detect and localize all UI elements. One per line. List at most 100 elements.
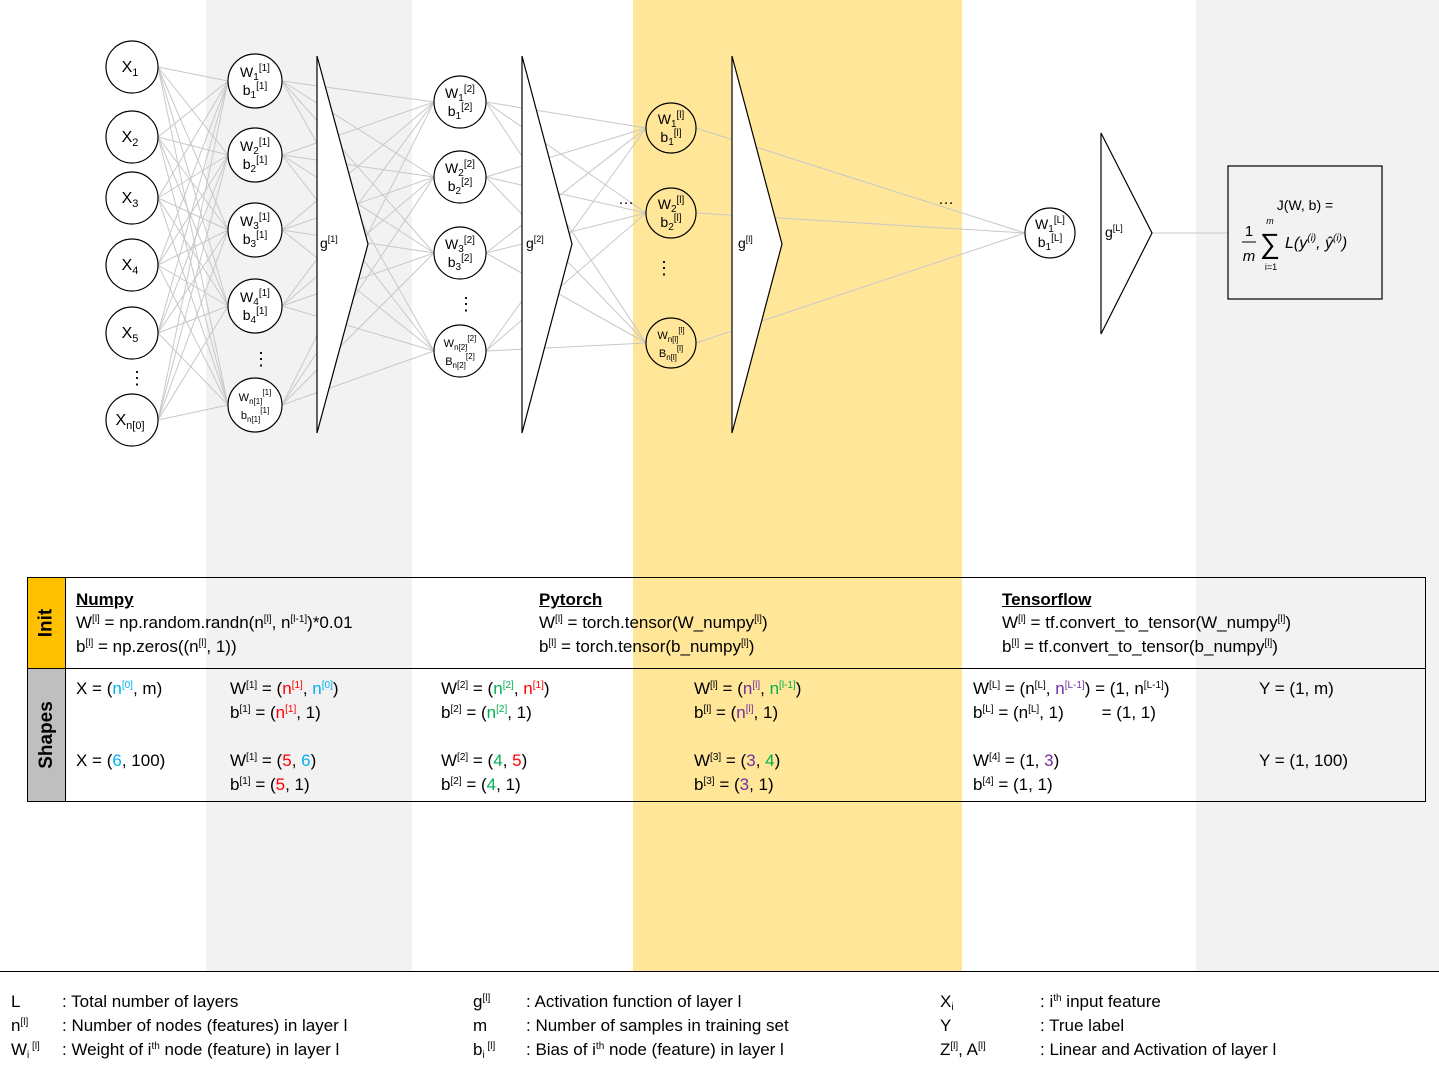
edge	[281, 101, 435, 307]
edge	[485, 342, 647, 352]
edge	[157, 80, 229, 421]
input-label: X5	[122, 325, 139, 345]
bias-label: b4[1]	[243, 306, 268, 326]
b1-shape-numeric: b[1] = (5, 1)	[230, 775, 310, 794]
weight-node	[433, 150, 487, 204]
init-tag: Init	[28, 578, 66, 668]
edge	[281, 176, 435, 406]
edge	[485, 176, 647, 214]
w3-shape-numeric: W[3] = (3, 4)	[694, 751, 781, 770]
edge	[157, 66, 229, 231]
edge	[157, 136, 229, 156]
edge	[157, 404, 229, 421]
bias-label: b1[1]	[243, 81, 268, 101]
bias-label: b2[2]	[448, 177, 473, 197]
layer-l-band	[633, 0, 962, 971]
edge	[157, 136, 229, 307]
legend-value: : ith input feature	[1040, 992, 1161, 1011]
edge	[281, 80, 435, 103]
numpy-w: W[l] = np.random.randn(n[l], n[l-1])*0.0…	[76, 613, 353, 632]
edge	[157, 80, 229, 266]
edge	[157, 66, 229, 82]
cost-band	[1196, 0, 1439, 971]
b2-shape-numeric: b[2] = (4, 1)	[441, 775, 521, 794]
edge	[157, 229, 229, 266]
activation-triangles	[316, 55, 1153, 434]
activation-triangle	[1100, 132, 1153, 335]
bias-label: Bn[l][l]	[659, 344, 683, 362]
weight-label: W1[2]	[445, 84, 475, 104]
input-node	[105, 40, 159, 94]
legend-key: L	[11, 992, 21, 1011]
legend-value: : Number of samples in training set	[526, 1016, 789, 1035]
weight-node	[227, 377, 283, 433]
cost-body: L(y(i), ŷ(i))	[1285, 233, 1347, 252]
weight-node	[433, 75, 487, 129]
weight-label: W3[2]	[445, 235, 475, 255]
edge	[157, 197, 229, 406]
x-shape-numeric: X = (6, 100)	[76, 751, 166, 770]
legend-key: Z[l], A[l]	[940, 1040, 986, 1059]
horizontal-ellipsis: …	[938, 191, 954, 208]
bias-label: b3[2]	[448, 253, 473, 273]
edge	[157, 332, 229, 406]
activation-label: g[L]	[1105, 223, 1123, 240]
edge	[157, 80, 229, 334]
node-labels: g[1]g[2]g[l]g[L]X1X2X3X4X5Xn[0]W1[1]b1[1…	[115, 59, 1122, 432]
weight-label: W3[1]	[240, 212, 270, 232]
weight-label: W4[1]	[240, 288, 270, 308]
cost-fraction-denominator: m	[1243, 248, 1256, 265]
vertical-ellipsis: ⋮	[128, 368, 146, 388]
edge	[485, 127, 647, 178]
bias-label: b1[l]	[660, 128, 681, 148]
notation-legend: L : Total number of layers n[l] : Number…	[0, 971, 1439, 1077]
cost-fraction-numerator: 1	[1245, 223, 1253, 240]
edge	[157, 80, 229, 138]
edge	[157, 66, 229, 406]
w2-shape-symbolic: W[2] = (n[2], n[1])	[441, 679, 550, 698]
vertical-ellipsis: ⋮	[457, 294, 475, 314]
edge	[157, 66, 229, 156]
input-label: X4	[122, 257, 139, 277]
tensorflow-b: b[l] = tf.convert_to_tensor(b_numpy[l])	[1002, 637, 1278, 656]
bias-label: b1[L]	[1038, 233, 1063, 253]
edge	[157, 264, 229, 307]
legend-value: : Weight of ith node (feature) in layer …	[62, 1040, 340, 1059]
weight-label: W1[L]	[1035, 215, 1065, 235]
edge	[281, 101, 435, 231]
input-node	[105, 393, 159, 447]
legend-value: : Number of nodes (features) in layer l	[62, 1016, 348, 1035]
w2-shape-numeric: W[2] = (4, 5)	[441, 751, 528, 770]
b2-shape-symbolic: b[2] = (n[2], 1)	[441, 703, 532, 722]
activation-triangle	[731, 55, 783, 434]
weight-node	[645, 102, 697, 154]
legend-value: : True label	[1040, 1016, 1125, 1035]
edge	[485, 212, 647, 352]
b3-shape-numeric: b[3] = (3, 1)	[694, 775, 774, 794]
sum-top: m	[1266, 216, 1274, 226]
legend-value: : Linear and Activation of layer l	[1040, 1040, 1277, 1059]
edge	[485, 252, 647, 344]
edge	[157, 154, 229, 266]
activation-triangle	[521, 55, 573, 434]
input-node	[105, 171, 159, 225]
weight-label: W1[l]	[658, 110, 685, 130]
edge	[157, 305, 229, 334]
weight-label: W2[2]	[445, 159, 475, 179]
edge	[157, 305, 229, 421]
edge	[157, 136, 229, 231]
legend-key: Y	[940, 1016, 952, 1035]
weight-node	[433, 226, 487, 280]
edges	[157, 66, 1228, 421]
legend-key: Xi	[940, 992, 954, 1013]
weight-label: Wn[1][1]	[239, 388, 272, 406]
bias-label: Bn[2][2]	[445, 352, 475, 370]
edge	[157, 80, 229, 199]
bl-shape-symbolic: b[l] = (n[l], 1)	[694, 703, 779, 722]
edge	[157, 154, 229, 199]
edge	[157, 66, 229, 307]
edge	[157, 197, 229, 231]
weight-label: W1[1]	[240, 63, 270, 83]
horizontal-ellipsis: …	[618, 191, 634, 208]
weight-node	[1024, 207, 1076, 259]
